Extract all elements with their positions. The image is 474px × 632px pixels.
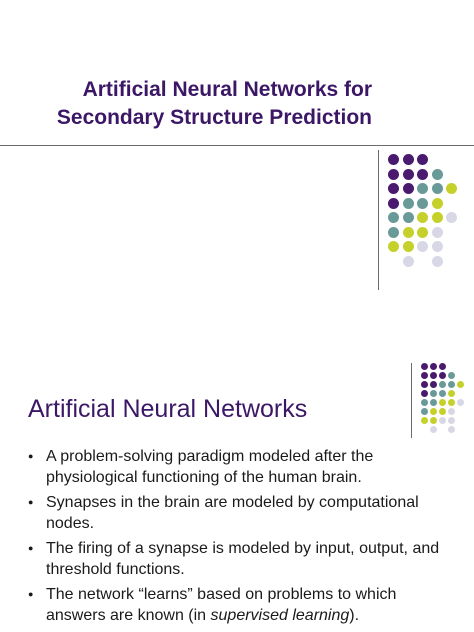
bullet-list: A problem-solving paradigm modeled after…	[28, 446, 448, 630]
bullet-item: Synapses in the brain are modeled by com…	[28, 492, 448, 534]
dot	[421, 390, 428, 397]
dot	[430, 417, 437, 424]
dot	[388, 154, 399, 165]
dot	[417, 241, 428, 252]
dot	[439, 363, 446, 370]
dot	[448, 381, 455, 388]
dot	[431, 226, 443, 238]
dot	[448, 426, 455, 433]
dot	[439, 399, 446, 406]
dot	[431, 197, 443, 209]
dot	[430, 408, 437, 415]
dot	[430, 381, 437, 388]
dot	[448, 408, 455, 415]
bullet-item: A problem-solving paradigm modeled after…	[28, 446, 448, 488]
dot	[439, 372, 446, 379]
dot	[388, 241, 399, 252]
dot	[388, 183, 399, 194]
dot	[430, 390, 437, 397]
slide-2: Artificial Neural Networks A problem-sol…	[0, 316, 474, 632]
slide-1-title-line-1: Artificial Neural Networks for	[82, 78, 372, 101]
dot	[439, 417, 446, 424]
dot	[448, 390, 455, 397]
dot	[431, 255, 443, 267]
dot	[388, 226, 399, 238]
dot	[402, 255, 414, 267]
dot	[446, 212, 457, 223]
dot	[402, 212, 414, 223]
slide-1-title-line-2: Secondary Structure Prediction	[56, 106, 372, 129]
vertical-divider	[411, 363, 412, 438]
dot	[421, 399, 428, 406]
slide-1: Artificial Neural Networks for Secondary…	[0, 76, 474, 290]
dot	[431, 183, 443, 194]
dot	[388, 197, 399, 209]
dot	[402, 226, 414, 238]
slide-2-title: Artificial Neural Networks	[28, 395, 308, 423]
dot	[402, 183, 414, 194]
bullet-item: The network “learns” based on problems t…	[28, 584, 448, 626]
dot	[448, 417, 455, 424]
dot	[431, 212, 443, 223]
dot	[388, 168, 399, 180]
dot	[430, 426, 437, 433]
dot	[457, 381, 464, 388]
dot	[448, 399, 455, 406]
dot	[421, 363, 428, 370]
dot	[421, 408, 428, 415]
dot	[417, 168, 428, 180]
dot	[421, 381, 428, 388]
dot	[402, 241, 414, 252]
dot	[417, 212, 428, 223]
dot	[430, 399, 437, 406]
bullet-item: The firing of a synapse is modeled by in…	[28, 538, 448, 580]
dot	[402, 197, 414, 209]
dot	[417, 226, 428, 238]
dot	[457, 399, 464, 406]
dot	[431, 241, 443, 252]
dot	[446, 183, 457, 194]
dot	[439, 381, 446, 388]
dot	[417, 183, 428, 194]
dot	[421, 417, 428, 424]
dot	[402, 168, 414, 180]
dot	[448, 372, 455, 379]
dot	[439, 390, 446, 397]
dot	[421, 372, 428, 379]
horizontal-divider	[0, 145, 474, 146]
dot	[439, 408, 446, 415]
dot	[388, 212, 399, 223]
dot	[430, 363, 437, 370]
dot	[417, 197, 428, 209]
dot	[402, 154, 414, 165]
dot	[430, 372, 437, 379]
slide-1-title: Artificial Neural Networks for Secondary…	[0, 76, 372, 132]
vertical-divider	[378, 150, 379, 290]
dot	[417, 154, 428, 165]
dot	[431, 168, 443, 180]
